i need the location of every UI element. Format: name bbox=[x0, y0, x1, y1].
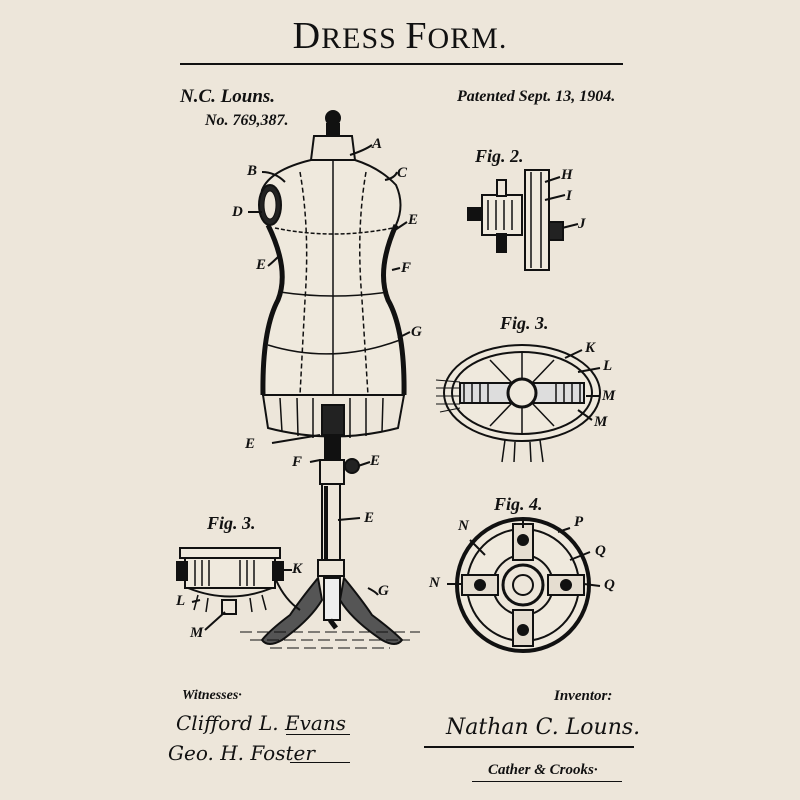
title-initial-2: F bbox=[405, 15, 428, 57]
fig3-right-title: Fig. 3. bbox=[500, 313, 549, 333]
label-C: C bbox=[397, 165, 408, 181]
witness-2-line bbox=[290, 762, 350, 763]
witness-signature-1: Clifford L. Evans bbox=[176, 711, 346, 735]
fig2-label-J: J bbox=[578, 216, 586, 232]
label-G-base: G bbox=[378, 583, 389, 599]
label-F-upper: F bbox=[401, 260, 412, 276]
label-E-upper-left: E bbox=[256, 257, 267, 273]
label-E-upper-right: E bbox=[408, 212, 419, 228]
fig2-label-I: I bbox=[566, 188, 572, 204]
fig2-title: Fig. 2. bbox=[475, 146, 524, 166]
title-rule bbox=[180, 63, 623, 65]
fig3-right-label-L: L bbox=[603, 358, 613, 374]
label-B: B bbox=[247, 163, 258, 179]
fig3-left-label-L: L bbox=[176, 593, 186, 609]
witnesses-label: Witnesses· bbox=[182, 688, 242, 703]
label-E-cage: E bbox=[245, 436, 256, 452]
witness-signature-2: Geo. H. Foster bbox=[168, 741, 315, 765]
fig4-label-N-top: N bbox=[458, 518, 469, 534]
label-D: D bbox=[232, 204, 243, 220]
inventor-signature: Nathan C. Louns. bbox=[446, 715, 641, 740]
fig3-left-title: Fig. 3. bbox=[207, 513, 256, 533]
attorneys-name: Cather & Crooks· bbox=[488, 762, 598, 778]
label-F-pole: F bbox=[292, 454, 303, 470]
title-initial-1: D bbox=[292, 15, 322, 57]
label-A: A bbox=[372, 136, 383, 152]
fig3-left-label-M: M bbox=[190, 625, 204, 641]
patent-date: Patented Sept. 13, 1904. bbox=[457, 88, 616, 105]
witness-1-line bbox=[286, 734, 350, 735]
label-E-pole: E bbox=[364, 510, 375, 526]
inventor-label: Inventor: bbox=[554, 688, 613, 704]
inventor-short-name: N.C. Louns. bbox=[180, 86, 276, 107]
finial-icon bbox=[325, 110, 341, 126]
fig3-right-label-M1: M bbox=[602, 388, 616, 404]
fig3-right-label-M2: M bbox=[594, 414, 608, 430]
page-title: DRESS FORM. bbox=[0, 14, 800, 58]
fig4-label-Q-right: Q bbox=[604, 577, 615, 593]
fig4-label-Q-top: Q bbox=[595, 543, 606, 559]
fig3-left-label-K: K bbox=[292, 561, 303, 577]
inventor-signature-line bbox=[424, 746, 634, 748]
label-E-knob: E bbox=[370, 453, 381, 469]
fig3-right-label-K: K bbox=[585, 340, 596, 356]
fig4-title: Fig. 4. bbox=[494, 494, 543, 514]
title-rest-1: RESS bbox=[321, 22, 406, 55]
label-G-upper: G bbox=[411, 324, 422, 340]
title-rest-2: ORM. bbox=[427, 22, 508, 55]
attorneys-line bbox=[472, 781, 622, 782]
fig2-label-H: H bbox=[561, 167, 573, 183]
fig4-label-N-left: N bbox=[429, 575, 440, 591]
patent-number: No. 769,387. bbox=[205, 112, 289, 129]
fig4-label-P: P bbox=[574, 514, 584, 530]
